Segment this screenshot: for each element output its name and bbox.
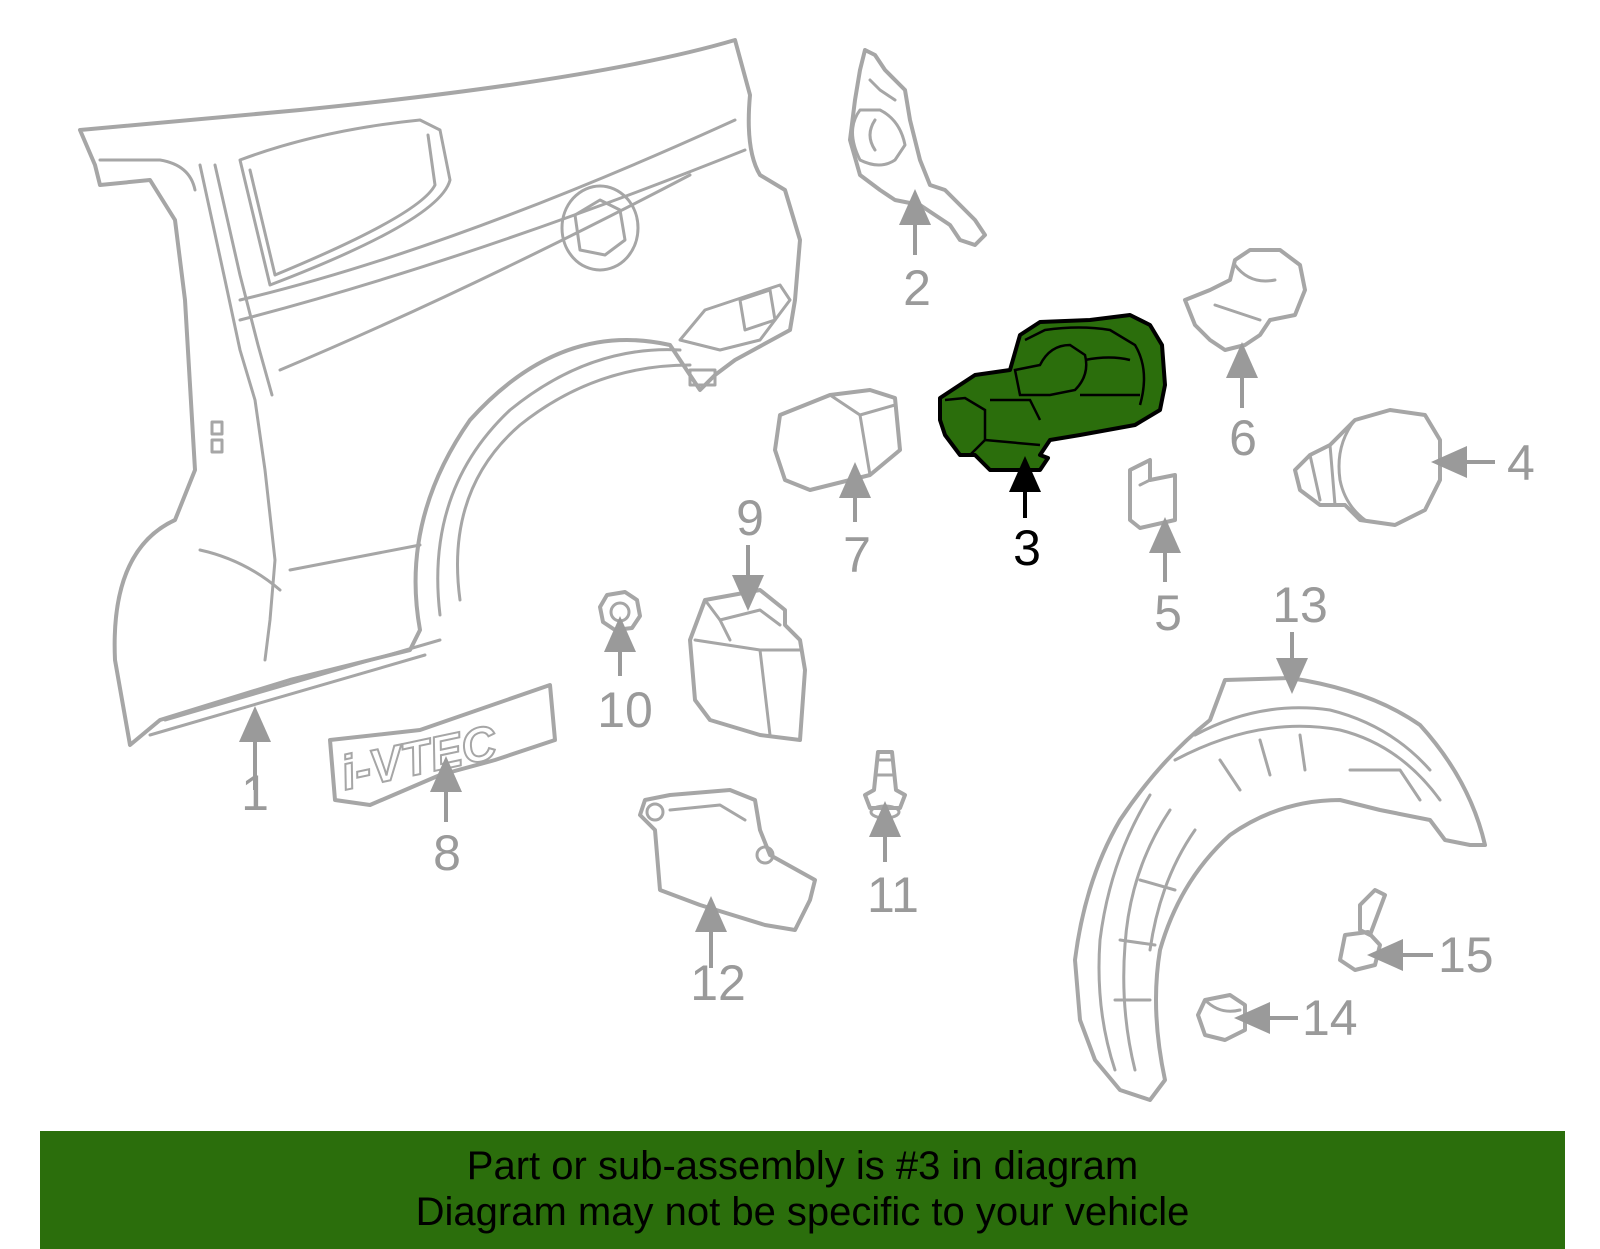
callout-9: 9	[736, 490, 764, 546]
callout-11: 11	[867, 867, 919, 923]
part-2-bracket	[848, 48, 987, 247]
part-15-bolt	[1338, 888, 1387, 972]
banner-line-2: Diagram may not be specific to your vehi…	[415, 1190, 1190, 1234]
part-1-quarter-panel	[78, 38, 802, 747]
callout-5: 5	[1154, 585, 1182, 641]
callout-12: 12	[690, 955, 746, 1011]
part-9-cover	[688, 588, 807, 742]
callout-7: 7	[843, 527, 871, 583]
callout-14: 14	[1302, 990, 1358, 1046]
callout-13: 13	[1272, 577, 1328, 633]
part-6-hinge	[1183, 248, 1307, 352]
part-11-clip	[863, 750, 907, 820]
part-14-nut	[1196, 993, 1247, 1042]
callout-15: 15	[1438, 927, 1494, 983]
info-banner: Part or sub-assembly is #3 in diagram Di…	[40, 1131, 1565, 1249]
part-4-fuel-lid	[1293, 408, 1442, 527]
part-7-block	[773, 388, 902, 492]
callout-numbers: 1 2 3 4 5 6 7 8 9 10 11 12 13 14 15	[241, 260, 1535, 1046]
banner-line-1: Part or sub-assembly is #3 in diagram	[466, 1144, 1139, 1188]
callout-3: 3	[1013, 520, 1041, 576]
part-13-wheel-liner	[1073, 676, 1487, 1102]
callout-1: 1	[241, 765, 269, 821]
callout-8: 8	[433, 825, 461, 881]
callout-2: 2	[903, 260, 931, 316]
part-5-plate	[1128, 458, 1177, 530]
callout-4: 4	[1507, 435, 1535, 491]
leader-lines	[239, 189, 1495, 1034]
part-12-bracket-plate	[638, 788, 817, 932]
part-8-emblem: i-VTEC	[328, 683, 557, 807]
callout-6: 6	[1229, 410, 1257, 466]
part-3-fuel-filler-housing	[938, 313, 1167, 472]
part-10-nut	[598, 590, 642, 632]
callout-10: 10	[597, 682, 653, 738]
diagram-canvas: i-VTEC	[78, 38, 1535, 1102]
